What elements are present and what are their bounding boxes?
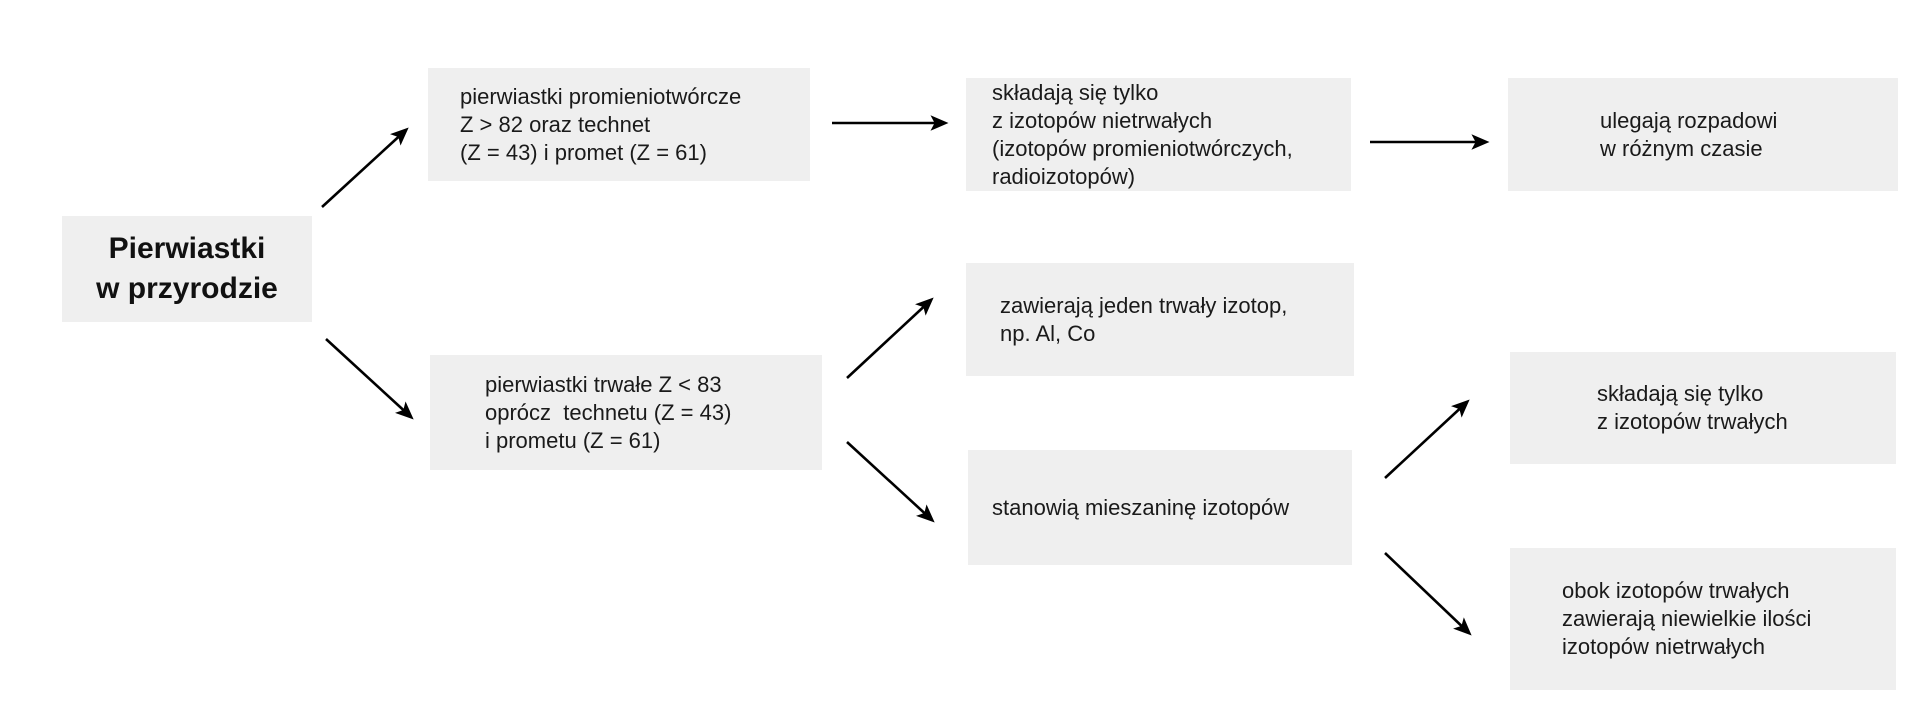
node-text-line: i prometu (Z = 61) xyxy=(485,427,661,453)
node-text-line: (Z = 43) i promet (Z = 61) xyxy=(460,139,707,165)
node-trace-unstable-isotopes: obok izotopów trwałych zawierają niewiel… xyxy=(1510,548,1896,690)
node-text-line: pierwiastki trwałe Z < 83 xyxy=(485,371,722,397)
node-text-line: np. Al, Co xyxy=(1000,320,1096,346)
arrow-isotope-mixture-to-stable-isotopes xyxy=(1384,399,1470,479)
node-only-stable-isotopes: składają się tylko z izotopów trwałych xyxy=(1510,352,1896,464)
node-text-line: oprócz technetu (Z = 43) xyxy=(485,399,732,425)
node-unstable-isotopes: składają się tylko z izotopów nietrwałyc… xyxy=(966,78,1351,191)
node-text-line: w różnym czasie xyxy=(1600,135,1763,161)
node-text-line: pierwiastki promieniotwórcze xyxy=(460,83,742,109)
arrow-root-to-radioactive xyxy=(321,127,409,208)
arrow-root-to-stable xyxy=(325,338,414,420)
node-text-line: izotopów nietrwałych xyxy=(1562,634,1765,659)
arrow-stable-to-isotope-mixture xyxy=(846,441,935,523)
node-text-line: (izotopów promieniotwórczych, xyxy=(992,135,1293,161)
node-text-line: składają się tylko xyxy=(992,79,1159,105)
node-text-line: z izotopów trwałych xyxy=(1597,409,1788,434)
node-text-line: obok izotopów trwałych xyxy=(1562,578,1790,603)
node-single-stable-isotope: zawierają jeden trwały izotop, np. Al, C… xyxy=(966,263,1354,376)
node-stable-elements: pierwiastki trwałe Z < 83 oprócz technet… xyxy=(430,355,822,470)
node-text-line: ulegają rozpadowi xyxy=(1600,107,1778,133)
arrow-isotope-mixture-to-trace-unstable xyxy=(1384,552,1472,636)
node-text-line: stanowią mieszaninę izotopów xyxy=(992,494,1290,520)
node-text-line: zawierają jeden trwały izotop, xyxy=(1000,292,1288,318)
node-root-line: Pierwiastki xyxy=(108,232,266,265)
node-text-line: radioizotopów) xyxy=(992,163,1136,189)
node-decay: ulegają rozpadowi w różnym czasie xyxy=(1508,78,1898,191)
node-text-line: z izotopów nietrwałych xyxy=(992,107,1213,133)
node-isotope-mixture: stanowią mieszaninę izotopów xyxy=(968,450,1352,565)
node-text-line: składają się tylko xyxy=(1597,381,1764,406)
node-text-line: Z > 82 oraz technet xyxy=(460,111,651,137)
node-radioactive-elements: pierwiastki promieniotwórcze Z > 82 oraz… xyxy=(428,68,810,181)
arrow-stable-to-single-isotope xyxy=(846,297,934,379)
node-root: Pierwiastki w przyrodzie xyxy=(62,216,312,322)
node-text-line: zawierają niewielkie ilości xyxy=(1562,606,1812,631)
node-root-line: w przyrodzie xyxy=(96,272,278,305)
